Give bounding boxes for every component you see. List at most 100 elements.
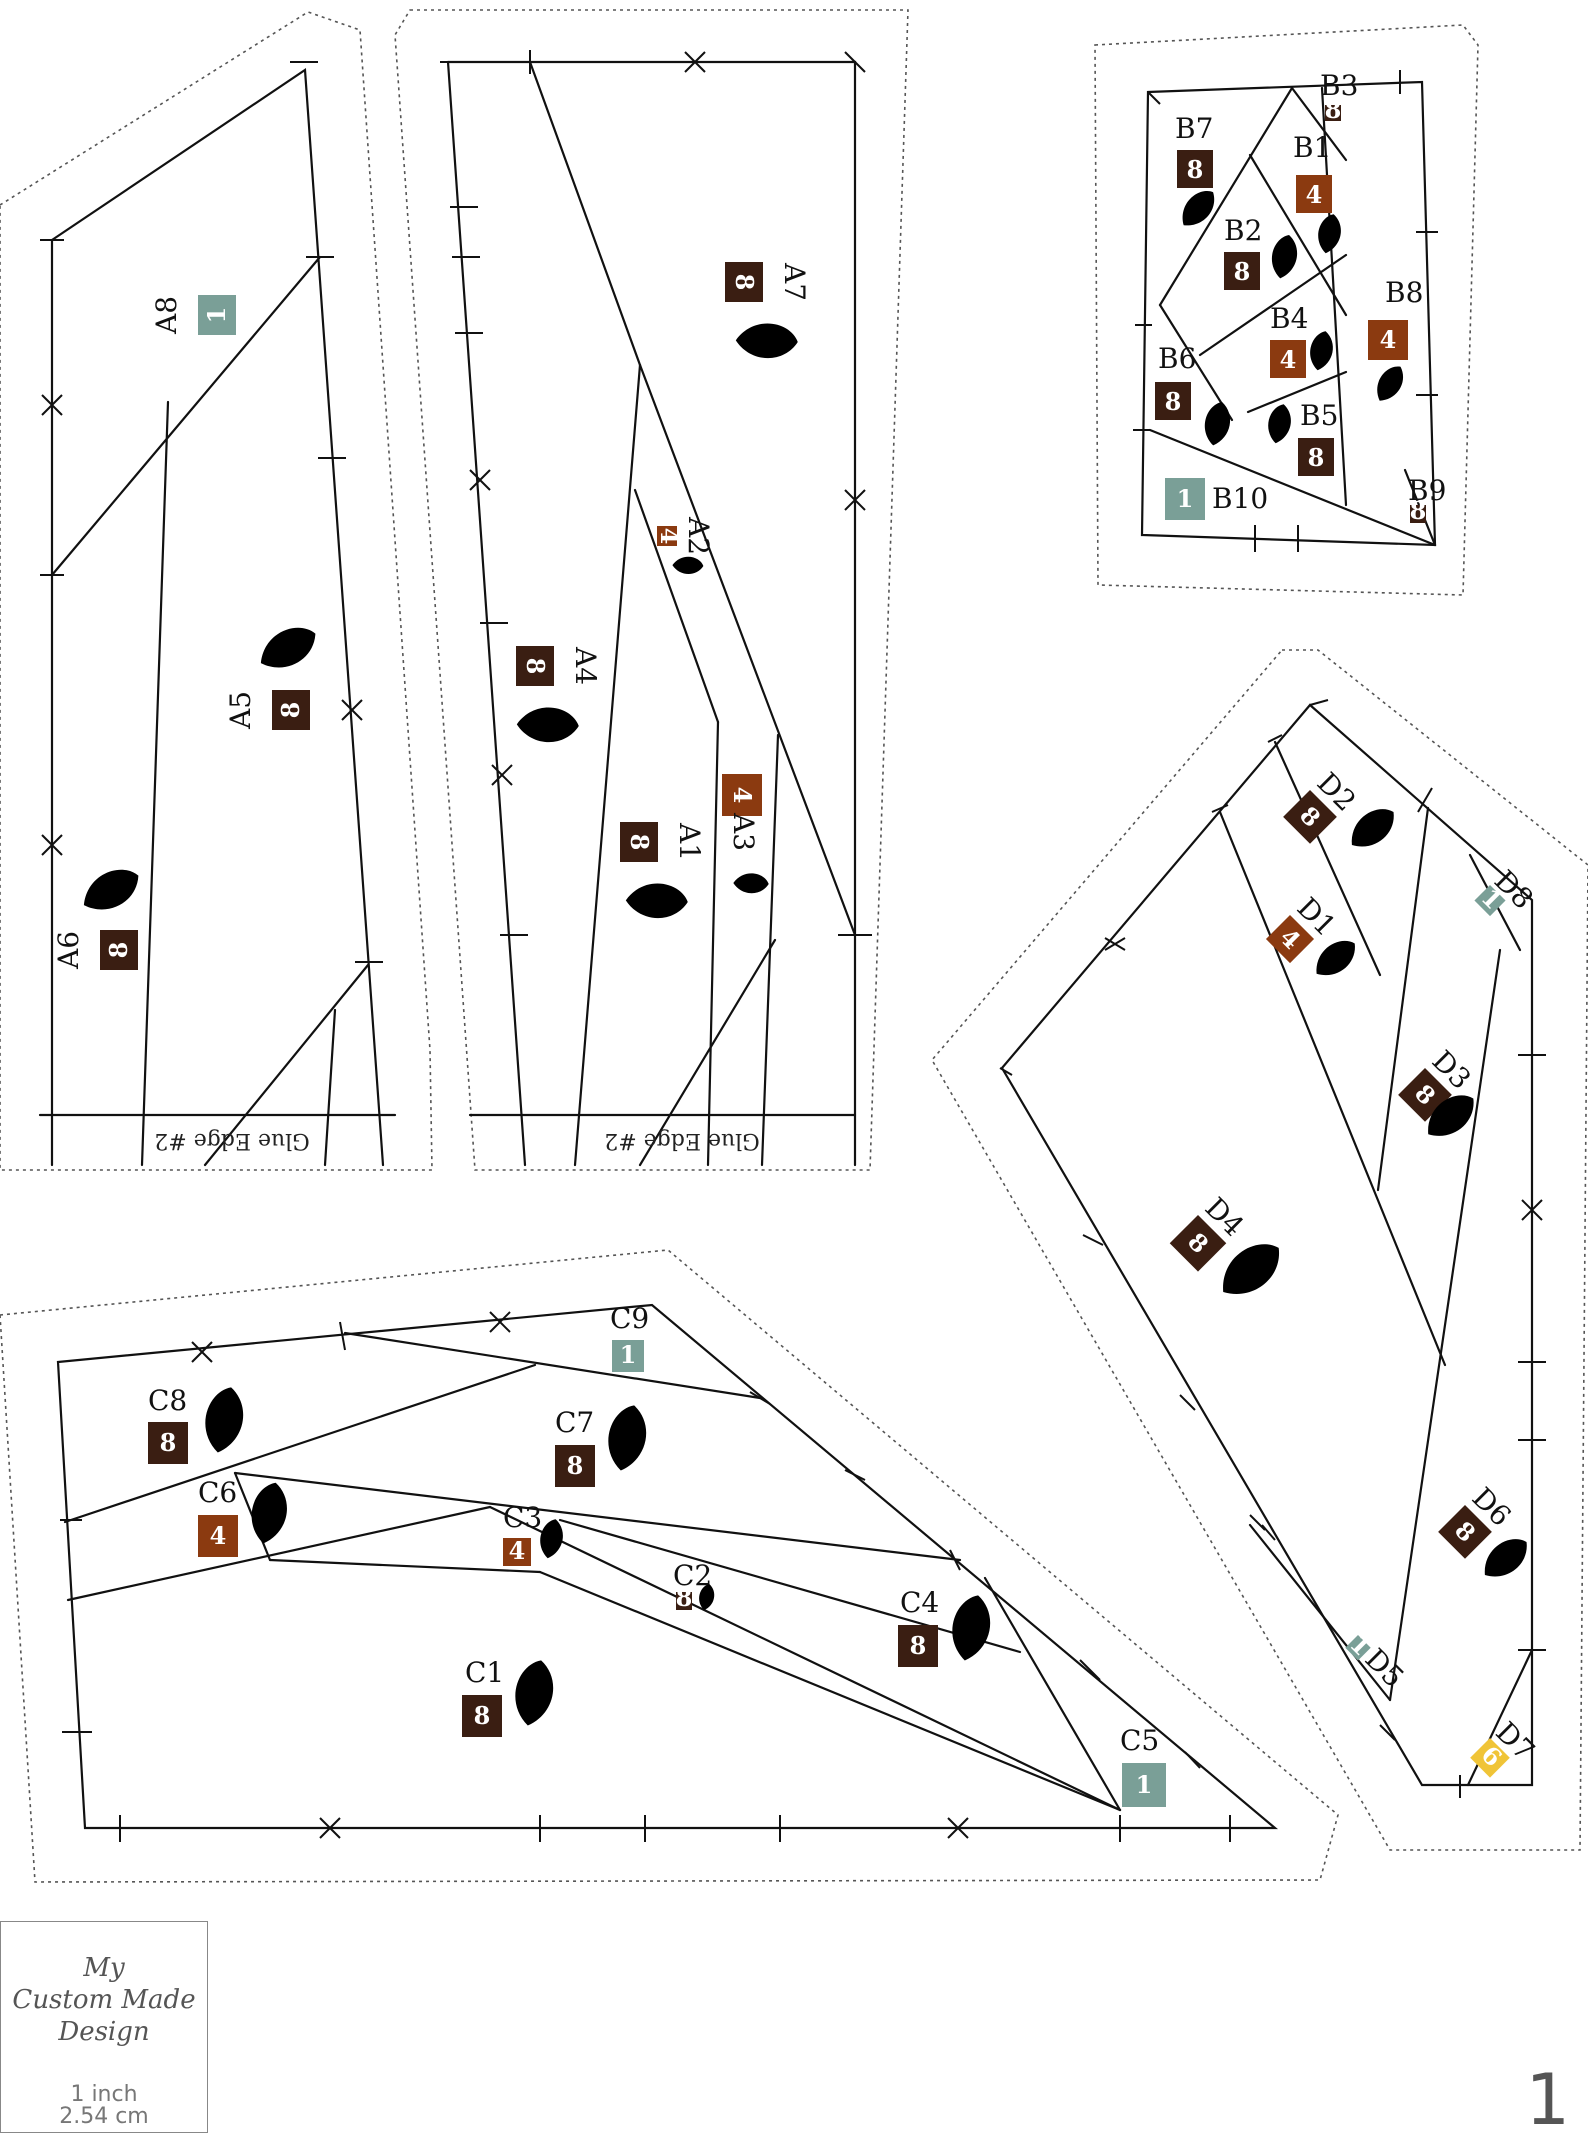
fabric-number-b5: 8	[1308, 443, 1325, 472]
piece-label-b9: B9	[1408, 474, 1446, 507]
piece-label-b6: B6	[1158, 342, 1196, 375]
brand-logo-text: My Custom Made Design	[1, 1952, 207, 2048]
fabric-number-b2: 8	[1234, 257, 1251, 286]
piece-label-a2: A2	[682, 516, 715, 555]
scale-reference: 1 inch 2.54 cm	[1, 2084, 207, 2128]
fabric-number-b10: 1	[1177, 484, 1194, 513]
fabric-number-a3: 4	[728, 787, 757, 804]
piece-label-b8: B8	[1385, 276, 1423, 309]
section-a-right: Glue Edge #2 8 A7 4 A2 8 A4 4 A3	[394, 9, 909, 1171]
fabric-number-b7: 8	[1187, 155, 1204, 184]
leaf-icon	[932, 1590, 1007, 1676]
piece-label-a3: A3	[727, 812, 760, 851]
fabric-badge-a5	[272, 690, 310, 730]
fabric-badge-c8	[148, 1422, 188, 1464]
fabric-badge-b1	[1296, 175, 1332, 213]
fabric-number-a4: 8	[521, 658, 550, 675]
fabric-badge-a2	[657, 526, 677, 546]
fabric-badge-a7	[725, 262, 763, 302]
fabric-number-a8: 1	[202, 307, 231, 324]
fabric-badge-b7	[1177, 150, 1213, 188]
fabric-number-c9: 1	[620, 1340, 637, 1369]
piece-label-b5: B5	[1300, 399, 1338, 432]
piece-label-b3: B3	[1320, 69, 1358, 102]
fabric-badge-d6	[1438, 1505, 1492, 1559]
glue-edge-text: Glue Edge #2	[154, 1128, 309, 1153]
logo-line-3: Design	[58, 2017, 150, 2047]
leaf-icon	[1301, 936, 1364, 985]
fabric-badge-d4	[1169, 1215, 1227, 1272]
leaf-icon	[246, 624, 321, 676]
fabric-number-b9: 8	[1410, 496, 1427, 525]
leaf-icon	[1191, 398, 1242, 456]
scale-inch: 1 inch	[70, 2082, 138, 2107]
piece-label-a7: A7	[778, 262, 811, 301]
fabric-number-a6: 8	[104, 942, 133, 959]
leaf-icon	[495, 1655, 570, 1741]
leaf-icon	[722, 309, 801, 371]
piece-label-c1: C1	[465, 1656, 504, 1689]
fabric-badge-a1	[620, 822, 658, 862]
piece-label-c9: C9	[610, 1302, 649, 1335]
fabric-number-c5: 1	[1136, 1770, 1153, 1799]
section-b: B7 8 B1 4 B3 8 B2 8 B4 4 B8 4 B6 8 B5 8 …	[1094, 24, 1479, 596]
leaf-icon	[185, 1382, 260, 1468]
fabric-badge-c7	[555, 1445, 595, 1487]
fabric-badge-c6	[198, 1515, 238, 1557]
leaf-icon	[1167, 186, 1225, 236]
fabric-number-c1: 8	[474, 1701, 491, 1730]
fabric-badge-c3	[503, 1538, 531, 1566]
piece-label-c7: C7	[555, 1406, 594, 1439]
scale-cm: 2.54 cm	[59, 2104, 149, 2129]
glue-edge-label-a-right: Glue Edge #2	[604, 1128, 759, 1153]
fabric-number-c4: 8	[910, 1631, 927, 1660]
piece-label-a4: A4	[569, 646, 602, 685]
fabric-number-c7: 8	[567, 1451, 584, 1480]
fabric-number-c8: 8	[160, 1428, 177, 1457]
fabric-number-a5: 8	[276, 702, 305, 719]
piece-label-b7: B7	[1175, 112, 1213, 145]
piece-label-a6: A6	[52, 931, 85, 970]
fabric-badge-c2	[676, 1592, 692, 1610]
fabric-badge-b3	[1325, 105, 1341, 121]
fabric-badge-b2	[1224, 252, 1260, 290]
glue-edge-text: Glue Edge #2	[604, 1128, 759, 1153]
piece-label-c4: C4	[900, 1586, 939, 1619]
logo-line-1: My	[83, 1953, 125, 1983]
piece-label-c6: C6	[198, 1476, 237, 1509]
fabric-number-b4: 4	[1280, 345, 1297, 374]
fabric-number-a2: 4	[655, 528, 684, 545]
piece-label-b2: B2	[1224, 214, 1262, 247]
piece-label-a5: A5	[224, 691, 257, 730]
fabric-badge-a3	[722, 774, 762, 816]
fabric-badge-a8	[198, 295, 236, 335]
leaf-icon	[588, 1400, 663, 1486]
section-d: 8 D2 4 D1 1 D8 8 D3 8 D4 8	[931, 649, 1588, 1851]
fabric-number-b3: 8	[1325, 95, 1342, 124]
page-number: 1	[1525, 2059, 1570, 2141]
piece-label-b10: B10	[1212, 482, 1268, 515]
leaf-icon	[1335, 804, 1403, 857]
leaf-icon	[1256, 401, 1301, 453]
leaf-icon	[725, 865, 771, 901]
fabric-number-c2: 8	[676, 1583, 693, 1612]
fabric-badge-b10	[1165, 478, 1205, 520]
fabric-number-c6: 4	[210, 1521, 227, 1550]
piece-label-c8: C8	[148, 1384, 187, 1417]
fabric-badge-c9	[612, 1340, 644, 1372]
piece-label-a1: A1	[673, 822, 706, 861]
fabric-number-b1: 4	[1306, 180, 1323, 209]
piece-label-b4: B4	[1270, 302, 1308, 335]
leaf-icon	[69, 866, 144, 918]
leaf-icon	[1362, 362, 1414, 411]
fabric-badge-a6	[100, 930, 138, 970]
fabric-badge-c5	[1122, 1763, 1166, 1807]
leaf-icon	[503, 693, 582, 755]
leaf-icon	[1306, 211, 1351, 263]
glue-edge-label-a-left: Glue Edge #2	[154, 1128, 309, 1153]
logo-line-2: Custom Made	[12, 1985, 196, 2015]
piece-label-c5: C5	[1120, 1724, 1159, 1757]
fabric-number-b6: 8	[1165, 387, 1182, 416]
section-a-left: Glue Edge #2 1 A8 8 A5 8 A6	[0, 11, 433, 1171]
